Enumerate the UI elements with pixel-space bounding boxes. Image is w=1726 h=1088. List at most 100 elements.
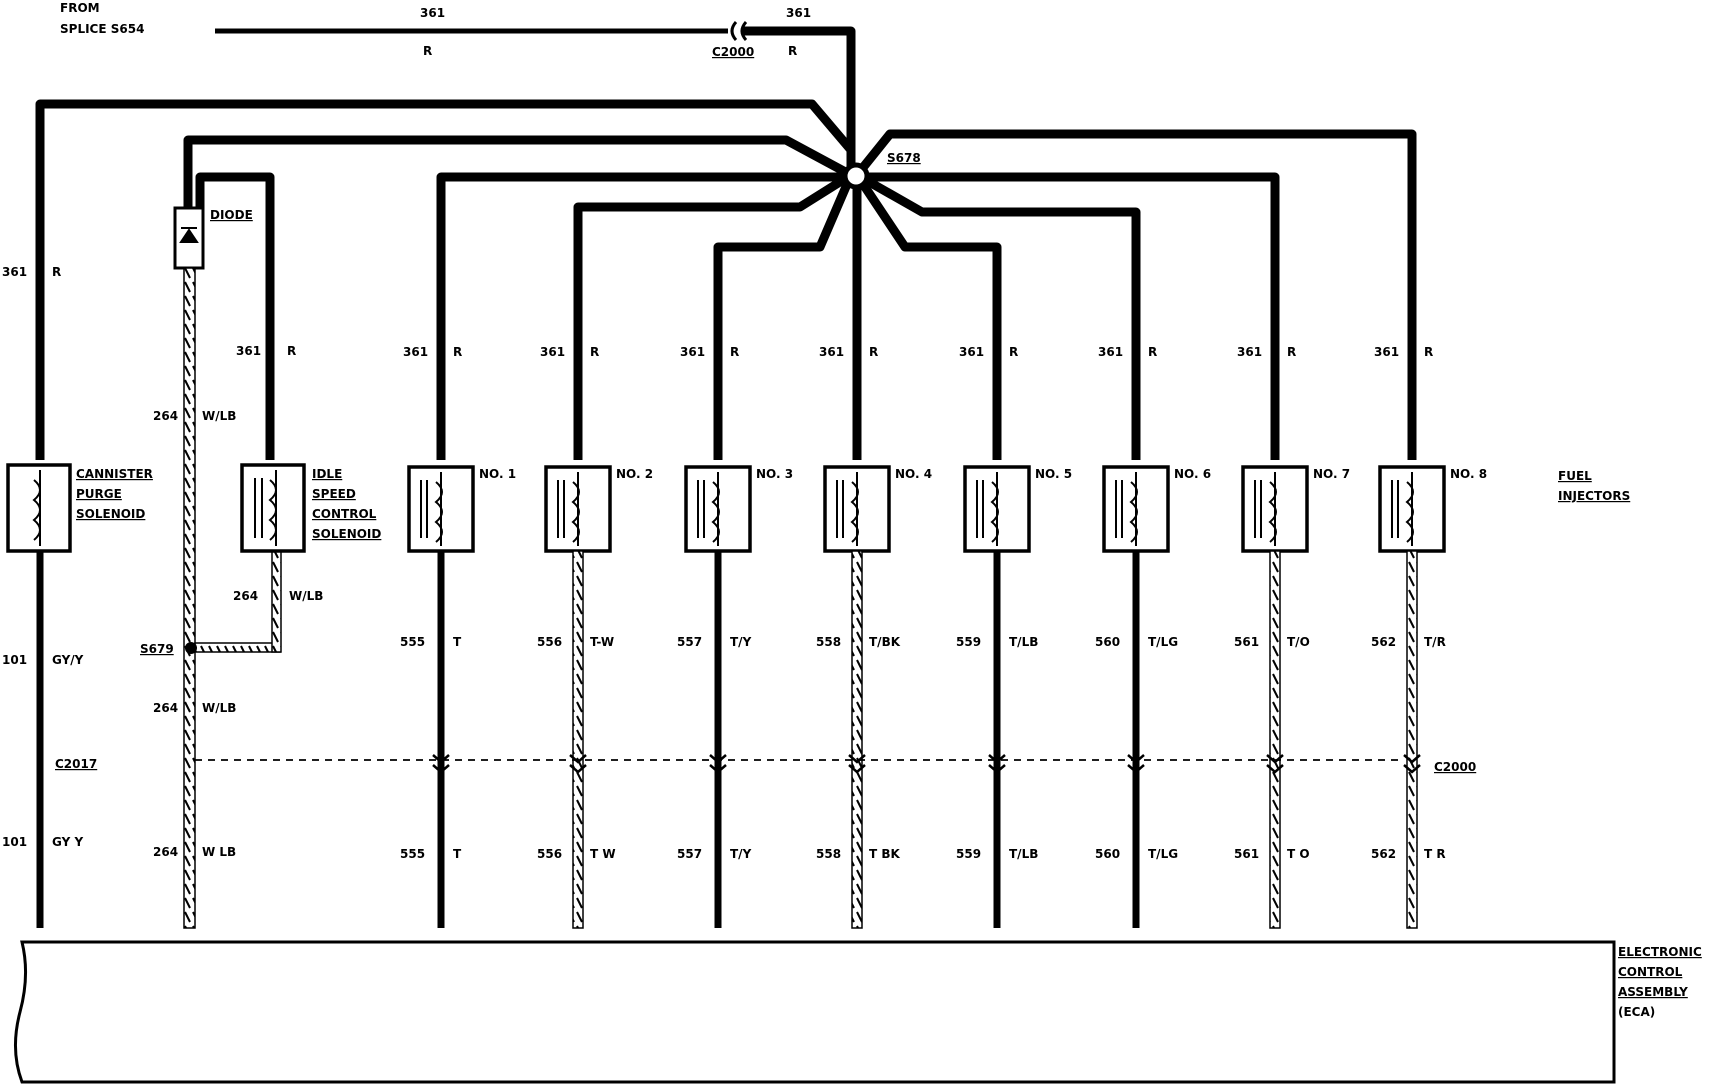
injector-5-upper-color: R (1009, 345, 1018, 359)
splice-s679-dot (185, 642, 197, 654)
feed-connector-symbol (730, 21, 738, 41)
injector-6-upper-color: R (1148, 345, 1157, 359)
injector-1-label: NO. 1 (479, 467, 516, 481)
idle-lower-circuit: 264 (233, 589, 258, 603)
source-label-line1: FROM (60, 1, 100, 15)
injector-4-circuit-lower: 558 (816, 847, 841, 861)
injector-7-color: T/O (1287, 635, 1310, 649)
idle-lower-color: W/LB (289, 589, 323, 603)
eca-label-line3: ASSEMBLY (1618, 985, 1688, 999)
injector-5-color-lower: T/LB (1009, 847, 1038, 861)
diode-label: DIODE (210, 208, 253, 222)
wire-264-diode-line (183, 267, 196, 929)
injector-3-circuit-lower: 557 (677, 847, 702, 861)
injector-3-color-lower: T/Y (730, 847, 752, 861)
wire-264-branch-vertical (271, 549, 282, 653)
feed-color-right: R (788, 44, 797, 58)
eca-label-line2: CONTROL (1618, 965, 1683, 979)
injector-coil-icon (1391, 472, 1414, 546)
feed-circuit-left: 361 (420, 6, 445, 20)
injector-2-color: T-W (590, 635, 614, 649)
injector-4-label: NO. 4 (895, 467, 932, 481)
coil-icon (254, 470, 277, 546)
injector-4-color: T/BK (869, 635, 901, 649)
injector-7-circuit: 561 (1234, 635, 1259, 649)
injector-5-label: NO. 5 (1035, 467, 1072, 481)
injector-coil-icon (1115, 472, 1138, 546)
injector-5-upper-circuit: 361 (959, 345, 984, 359)
injector-coil-icon (836, 472, 859, 546)
canister-label-line1: CANNISTER (76, 467, 153, 481)
injector-1-upper-circuit: 361 (403, 345, 428, 359)
source-label-line2: SPLICE S654 (60, 22, 144, 36)
canister-upper-circuit: 361 (2, 265, 27, 279)
canister-lower-circuit-b: 101 (2, 835, 27, 849)
injector-6-connector-marker (1127, 754, 1145, 774)
splice-s679-label: S679 (140, 642, 174, 656)
idle-upper-color: R (287, 344, 296, 358)
idle-label-line3: CONTROL (312, 507, 377, 521)
injector-coil-icon (697, 472, 720, 546)
injector-7-signal-wire (1269, 550, 1281, 929)
injector-7-upper-color: R (1287, 345, 1296, 359)
injector-8-upper-color: R (1424, 345, 1433, 359)
wire-264-low-color: W LB (202, 845, 236, 859)
wire-264-mid-circuit: 264 (153, 701, 178, 715)
canister-upper-color: R (52, 265, 61, 279)
injector-1-circuit: 555 (400, 635, 425, 649)
idle-label-line4: SOLENOID (312, 527, 381, 541)
feed-circuit-right: 361 (786, 6, 811, 20)
injector-2-circuit: 556 (537, 635, 562, 649)
injector-6-circuit-lower: 560 (1095, 847, 1120, 861)
injector-4-signal-wire (851, 550, 863, 929)
injector-2-upper-color: R (590, 345, 599, 359)
fuel-injectors-title-line2: INJECTORS (1558, 489, 1630, 503)
injector-1-color: T (453, 635, 462, 649)
injector-3-circuit: 557 (677, 635, 702, 649)
injector-7-upper-circuit: 361 (1237, 345, 1262, 359)
injector-6-label: NO. 6 (1174, 467, 1211, 481)
injector-3-label: NO. 3 (756, 467, 793, 481)
canister-label-line2: PURGE (76, 487, 122, 501)
injector-7-circuit-lower: 561 (1234, 847, 1259, 861)
diode-icon (179, 227, 199, 243)
wire-264-upper-circuit: 264 (153, 409, 178, 423)
injector-2-circuit-lower: 556 (537, 847, 562, 861)
injector-1: NO. 1361R555T555T58 (400, 345, 516, 963)
injector-5-circuit: 559 (956, 635, 981, 649)
feed-color-left: R (423, 44, 432, 58)
injector-4-color-lower: T BK (869, 847, 901, 861)
injector-4-upper-circuit: 361 (819, 345, 844, 359)
wire-264-branch-horizontal (194, 642, 281, 653)
electronic-control-assembly-box (13, 940, 1616, 1084)
injector-8-circuit-lower: 562 (1371, 847, 1396, 861)
injector-3-color: T/Y (730, 635, 752, 649)
canister-label-line3: SOLENOID (76, 507, 145, 521)
canister-lower-color: GY/Y (52, 653, 84, 667)
splice-s678-dot (842, 162, 870, 190)
injector-3-upper-color: R (730, 345, 739, 359)
feed-wire-to-splice (742, 26, 856, 175)
injector-8-signal-wire (1406, 550, 1418, 929)
idle-label-line1: IDLE (312, 467, 342, 481)
injector-3-upper-circuit: 361 (680, 345, 705, 359)
injector-coil-icon (420, 472, 443, 546)
coil-icon (32, 470, 41, 546)
injector-5-color: T/LB (1009, 635, 1038, 649)
injector-coil-icon (976, 472, 999, 546)
injector-2-connector-marker (569, 754, 587, 774)
fuel-injectors-title-line1: FUEL (1558, 469, 1592, 483)
injector-2-signal-wire (572, 550, 584, 929)
injector-2-upper-circuit: 361 (540, 345, 565, 359)
injector-1-circuit-lower: 555 (400, 847, 425, 861)
canister-lower-color-b: GY Y (52, 835, 83, 849)
injector-1-upper-color: R (453, 345, 462, 359)
